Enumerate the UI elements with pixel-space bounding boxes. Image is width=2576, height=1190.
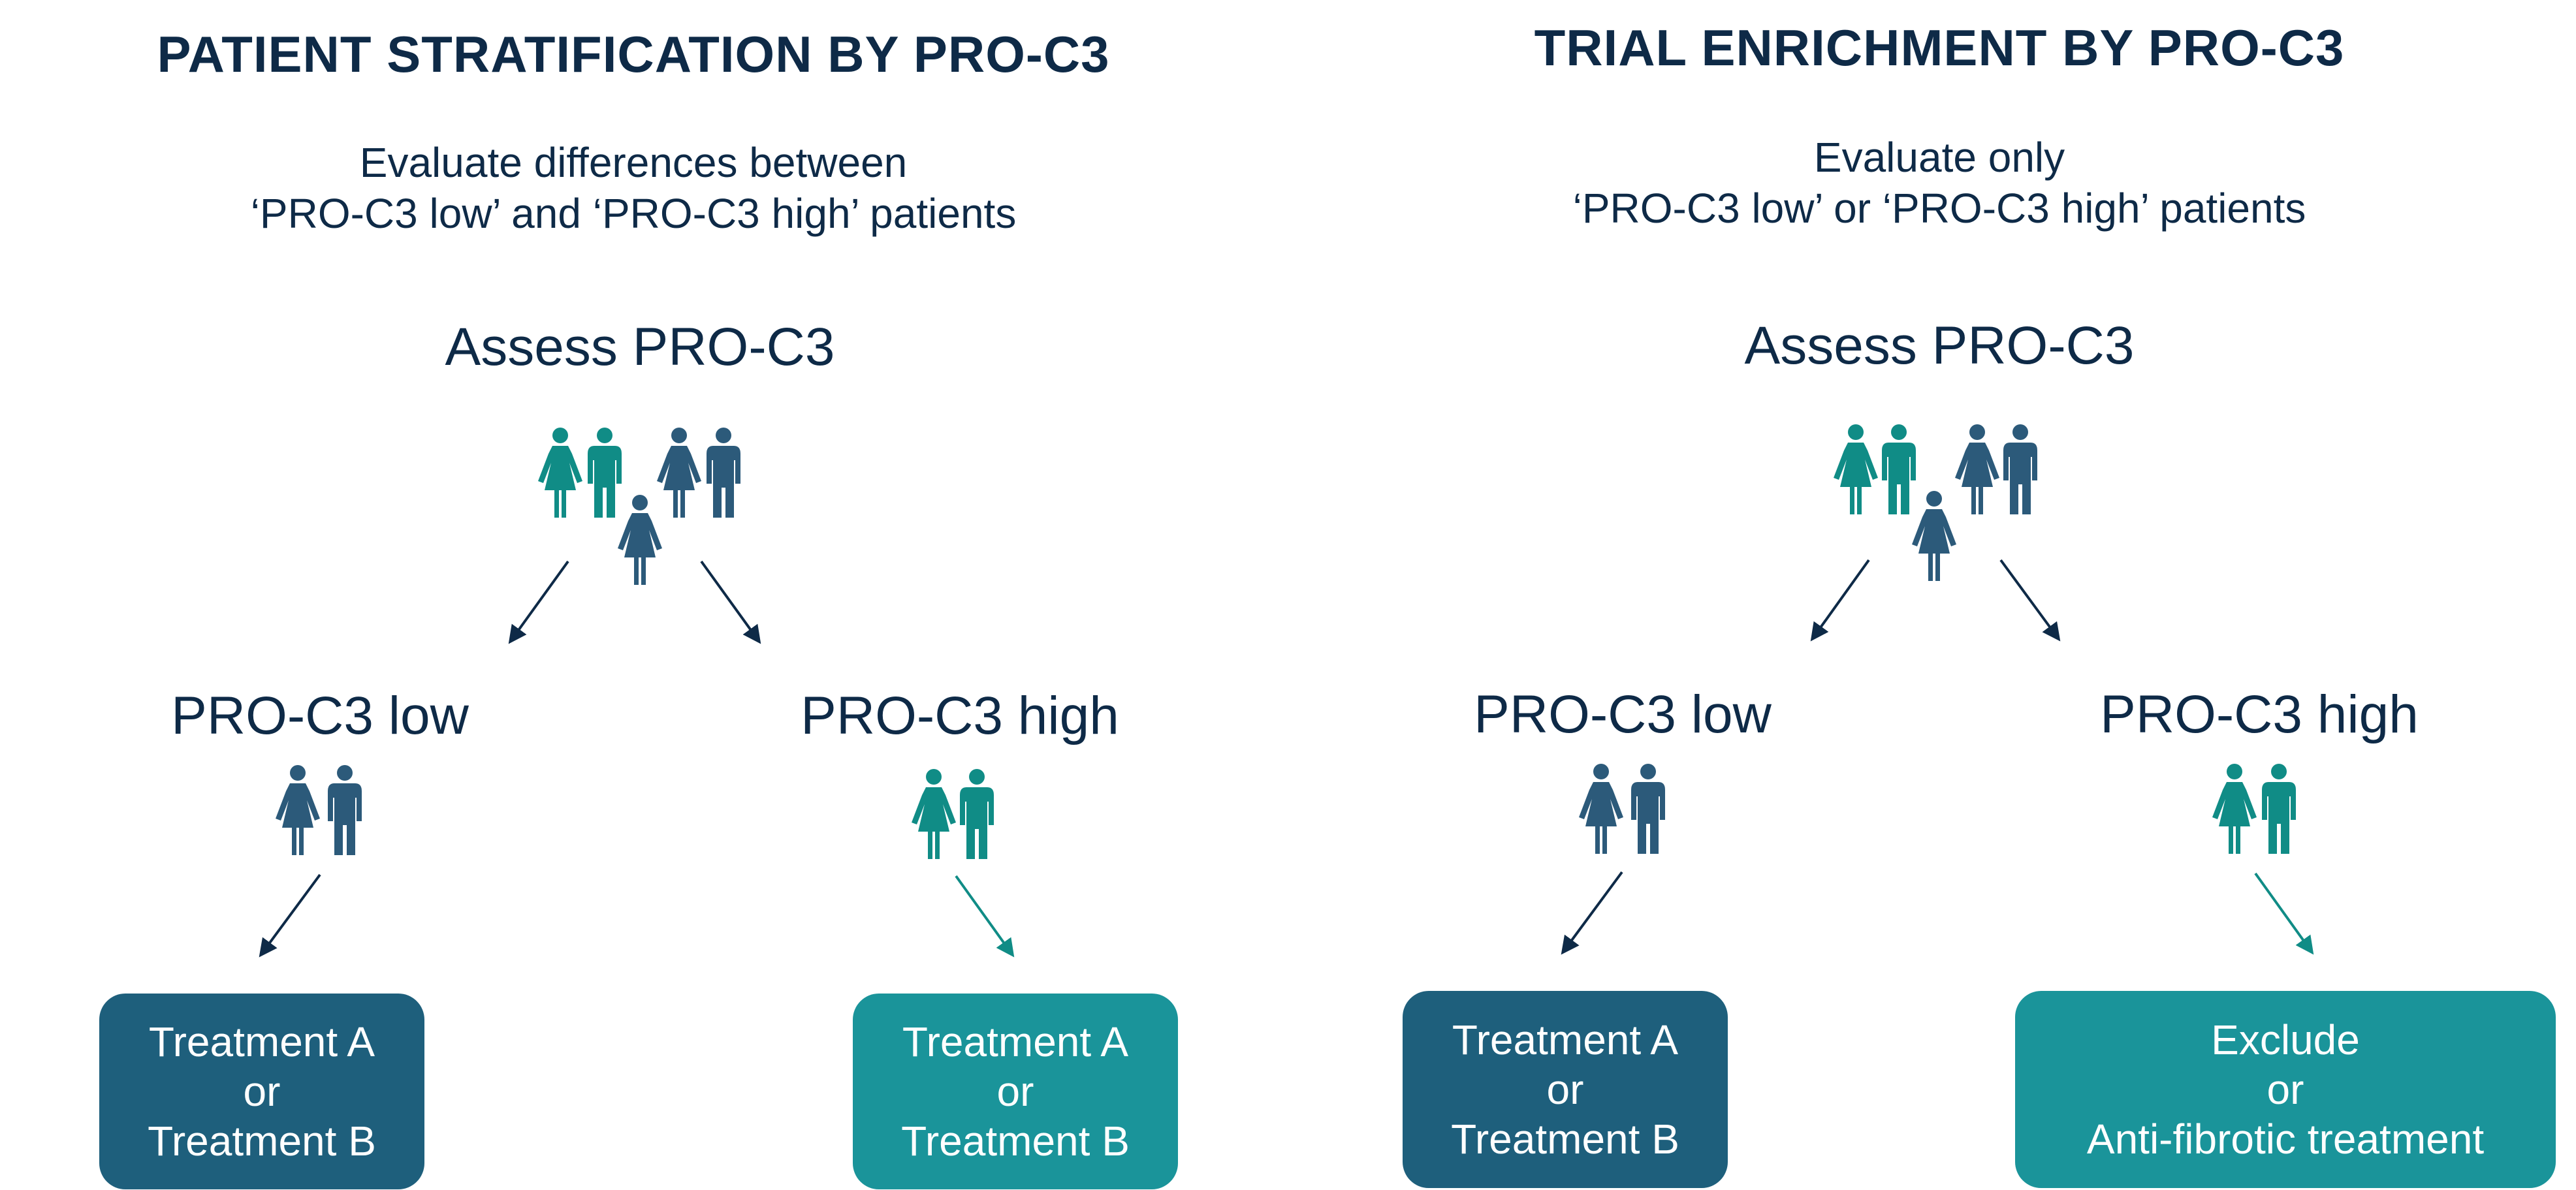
left-low-box-line-1: Treatment A <box>148 1018 375 1065</box>
woman-icon <box>538 428 582 518</box>
left-arrow-to-high <box>700 560 761 644</box>
right-low-box-line-2: or <box>1546 1066 1584 1113</box>
woman-icon <box>1912 491 1956 581</box>
left-high-pair <box>912 769 994 859</box>
man-icon <box>707 428 740 518</box>
left-arrow-high-to-box <box>955 875 1015 958</box>
man-icon <box>2262 764 2296 854</box>
right-arrow-low-to-box <box>1561 871 1623 955</box>
man-icon <box>328 765 362 855</box>
woman-icon <box>657 428 701 518</box>
left-low-treatment-box: Treatment A or Treatment B <box>99 994 424 1189</box>
right-arrow-high-to-box <box>2254 872 2314 955</box>
man-icon <box>1882 424 1916 514</box>
right-low-label: PRO-C3 low <box>1474 685 1772 744</box>
right-low-box-line-1: Treatment A <box>1452 1016 1679 1063</box>
right-high-box-line-1: Exclude <box>2211 1016 2360 1063</box>
right-panel-subtitle: Evaluate only ‘PRO-C3 low’ or ‘PRO-C3 hi… <box>1417 132 2462 234</box>
left-subtitle-line-2: ‘PRO-C3 low’ and ‘PRO-C3 high’ patients <box>250 190 1017 237</box>
right-high-label: PRO-C3 high <box>2100 685 2419 744</box>
left-panel-subtitle: Evaluate differences between ‘PRO-C3 low… <box>111 137 1156 239</box>
man-icon <box>1631 764 1665 854</box>
left-assess-label: Assess PRO-C3 <box>445 317 835 377</box>
man-icon <box>2003 424 2037 514</box>
man-icon <box>960 769 994 859</box>
left-low-box-line-2: or <box>243 1068 281 1115</box>
right-low-box-line-3: Treatment B <box>1451 1116 1679 1163</box>
woman-icon <box>1834 424 1878 514</box>
right-high-box-line-2: or <box>2266 1066 2304 1113</box>
woman-icon <box>276 765 320 855</box>
left-low-pair <box>276 765 362 855</box>
man-icon <box>588 428 622 518</box>
left-low-box-line-3: Treatment B <box>148 1118 376 1165</box>
right-arrow-to-low <box>1810 559 1870 642</box>
right-low-treatment-box: Treatment A or Treatment B <box>1403 991 1728 1188</box>
right-assess-label: Assess PRO-C3 <box>1744 316 2135 375</box>
woman-icon <box>1955 424 1999 514</box>
right-population-group <box>1834 424 2037 581</box>
woman-icon <box>2212 764 2257 854</box>
woman-icon <box>912 769 956 859</box>
left-high-label: PRO-C3 high <box>801 686 1119 745</box>
right-subtitle-line-1: Evaluate only <box>1813 134 2065 181</box>
left-arrow-to-low <box>508 560 569 644</box>
right-arrow-to-high <box>1999 559 2061 642</box>
woman-icon <box>1579 764 1623 854</box>
right-high-box-line-3: Anti-fibrotic treatment <box>2086 1116 2485 1163</box>
left-high-box-line-1: Treatment A <box>902 1018 1129 1065</box>
left-low-label: PRO-C3 low <box>171 686 469 745</box>
left-panel-title: PATIENT STRATIFICATION BY PRO-C3 <box>157 25 1110 83</box>
right-low-pair <box>1579 764 1665 854</box>
left-high-box-line-2: or <box>996 1068 1034 1115</box>
left-population-group <box>538 428 740 585</box>
right-high-exclude-box: Exclude or Anti-fibrotic treatment <box>2015 991 2556 1188</box>
left-high-treatment-box: Treatment A or Treatment B <box>853 994 1178 1189</box>
left-high-box-line-3: Treatment B <box>901 1118 1130 1165</box>
right-subtitle-line-2: ‘PRO-C3 low’ or ‘PRO-C3 high’ patients <box>1572 185 2306 232</box>
right-panel-title: TRIAL ENRICHMENT BY PRO-C3 <box>1534 19 2345 76</box>
right-high-pair <box>2212 764 2296 854</box>
left-subtitle-line-1: Evaluate differences between <box>359 139 908 186</box>
left-arrow-low-to-box <box>259 873 321 958</box>
woman-icon <box>618 495 662 585</box>
